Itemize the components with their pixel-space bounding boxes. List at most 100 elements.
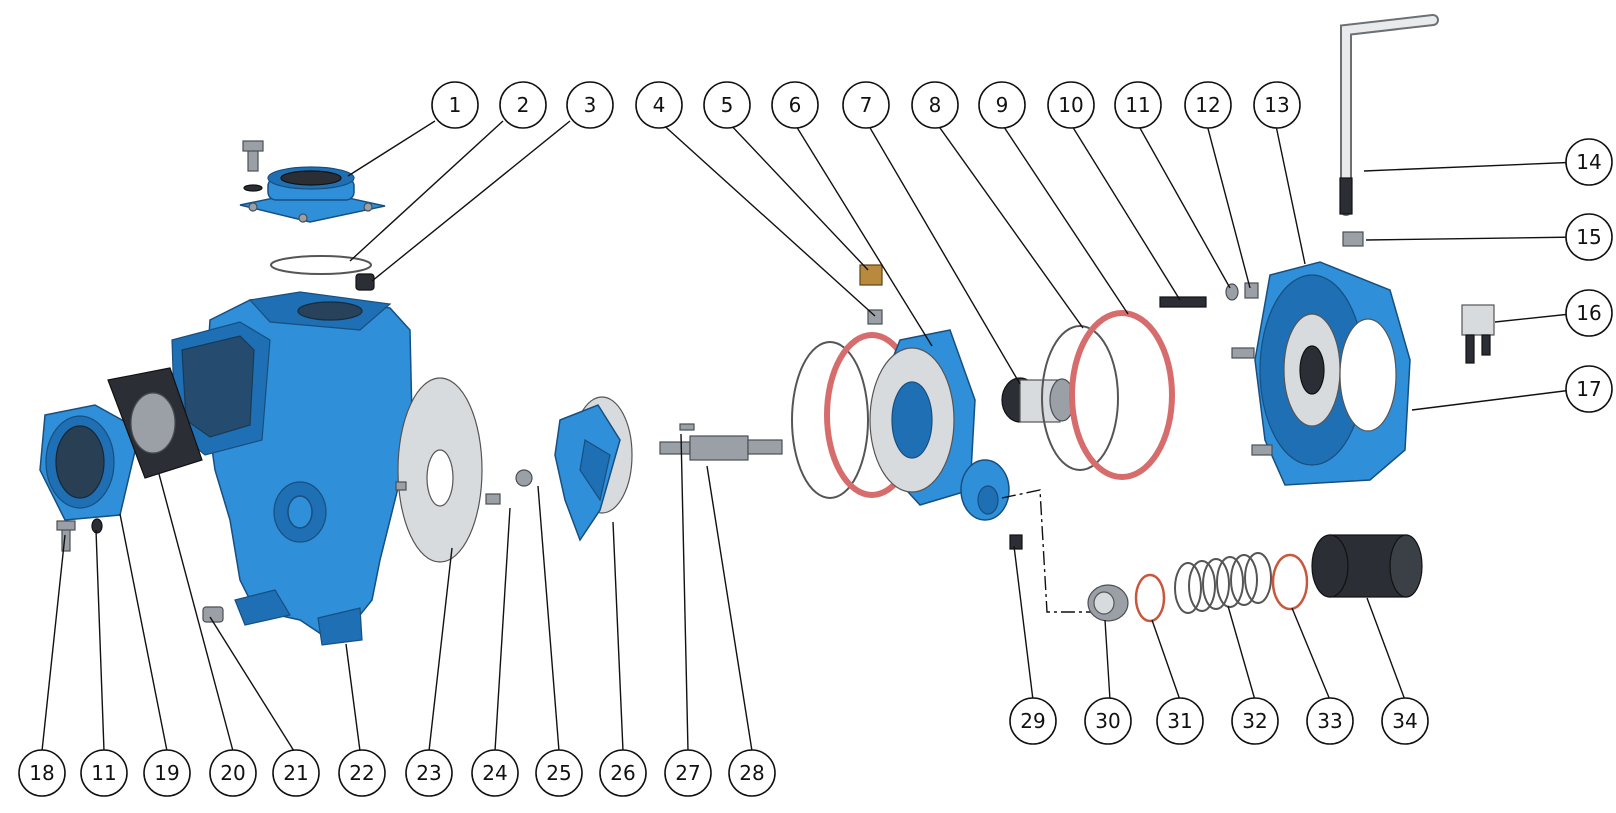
part-wear-plate [395,377,483,563]
callout-20: 20 [209,749,257,797]
callout-29: 29 [1009,697,1057,745]
part-washer-11 [91,518,103,534]
callout-label: 15 [1576,225,1601,249]
part-handle-rod [1339,14,1439,216]
callout-26: 26 [599,749,647,797]
callout-32: 32 [1231,697,1279,745]
callout-label: 2 [517,93,530,117]
callout-label: 24 [482,761,507,785]
part-o-ring-33 [1271,553,1309,611]
part-fill-cover [239,140,386,223]
part-valve-block [1461,304,1495,364]
leader-lines [41,120,1581,752]
callout-label: 4 [653,93,666,117]
part-impeller [554,396,633,542]
callout-label: 34 [1392,709,1417,733]
part-drain-plug [202,606,224,623]
callout-2: 2 [499,81,547,129]
callout-label: 11 [91,761,116,785]
callout-1: 1 [431,81,479,129]
callout-label: 6 [789,93,802,117]
part-o-ring-31 [1134,573,1166,623]
part-nut-15 [1342,231,1364,247]
part-flap-valve [107,367,203,479]
part-o-ring-8 [1041,325,1119,471]
callout-9: 9 [978,81,1026,129]
callout-label: 9 [996,93,1009,117]
callout-label: 20 [220,761,245,785]
callout-33: 33 [1306,697,1354,745]
callout-17: 17 [1565,365,1613,413]
callout-label: 7 [860,93,873,117]
callout-label: 8 [929,93,942,117]
callout-12: 12 [1184,81,1232,129]
part-fitting-5 [859,264,883,286]
callout-31: 31 [1156,697,1204,745]
callout-15: 15 [1565,213,1613,261]
callout-label: 29 [1020,709,1045,733]
callout-label: 10 [1058,93,1083,117]
callout-label: 22 [349,761,374,785]
callout-24: 24 [471,749,519,797]
part-suction-flange [39,404,141,521]
callout-label: 33 [1317,709,1342,733]
part-gasket-9 [1069,310,1175,480]
callout-7: 7 [842,81,890,129]
callout-label: 14 [1576,150,1601,174]
callout-14: 14 [1565,138,1613,186]
part-plug-3 [355,273,375,291]
callout-label: 31 [1167,709,1192,733]
callout-label: 25 [546,761,571,785]
callout-label: 11 [1125,93,1150,117]
callout-label: 23 [416,761,441,785]
callout-28: 28 [728,749,776,797]
part-bolt-18 [56,520,76,552]
part-shaft [659,435,783,461]
callout-16: 16 [1565,289,1613,337]
callout-6: 6 [771,81,819,129]
callout-25: 25 [535,749,583,797]
part-plug-29 [1009,534,1023,550]
callout-label: 32 [1242,709,1267,733]
callout-label: 12 [1195,93,1220,117]
part-screw-24 [485,493,501,505]
callout-label: 3 [584,93,597,117]
callout-4: 4 [635,81,683,129]
callout-10: 10 [1047,81,1095,129]
callout-30: 30 [1084,697,1132,745]
callout-label: 1 [449,93,462,117]
callout-5: 5 [703,81,751,129]
part-valve-cap [1311,534,1423,598]
callout-label: 30 [1095,709,1120,733]
part-washer-11b [1225,283,1239,301]
callout-label: 13 [1264,93,1289,117]
part-stud-10 [1159,296,1207,308]
callout-21: 21 [272,749,320,797]
part-key [679,423,695,431]
callout-3: 3 [566,81,614,129]
part-pump-casing [171,291,413,646]
callout-13: 13 [1253,81,1301,129]
callout-label: 16 [1576,301,1601,325]
callout-label: 5 [721,93,734,117]
callout-18: 18 [18,749,66,797]
callout-27: 27 [664,749,712,797]
callout-label: 21 [283,761,308,785]
callout-label: 27 [675,761,700,785]
callout-label: 26 [610,761,635,785]
part-seal-plate [791,329,1010,521]
callout-label: 19 [154,761,179,785]
part-bearing-housing [1231,261,1411,486]
part-nut-12 [1244,282,1259,299]
part-valve-seat [1087,584,1129,622]
callout-8: 8 [911,81,959,129]
callout-11-bottom: 11 [80,749,128,797]
part-o-ring-2 [270,255,372,275]
centerline [1001,489,1098,613]
callout-label: 17 [1576,377,1601,401]
callout-label: 28 [739,761,764,785]
callout-11-top: 11 [1114,81,1162,129]
part-washer-25 [515,469,533,487]
